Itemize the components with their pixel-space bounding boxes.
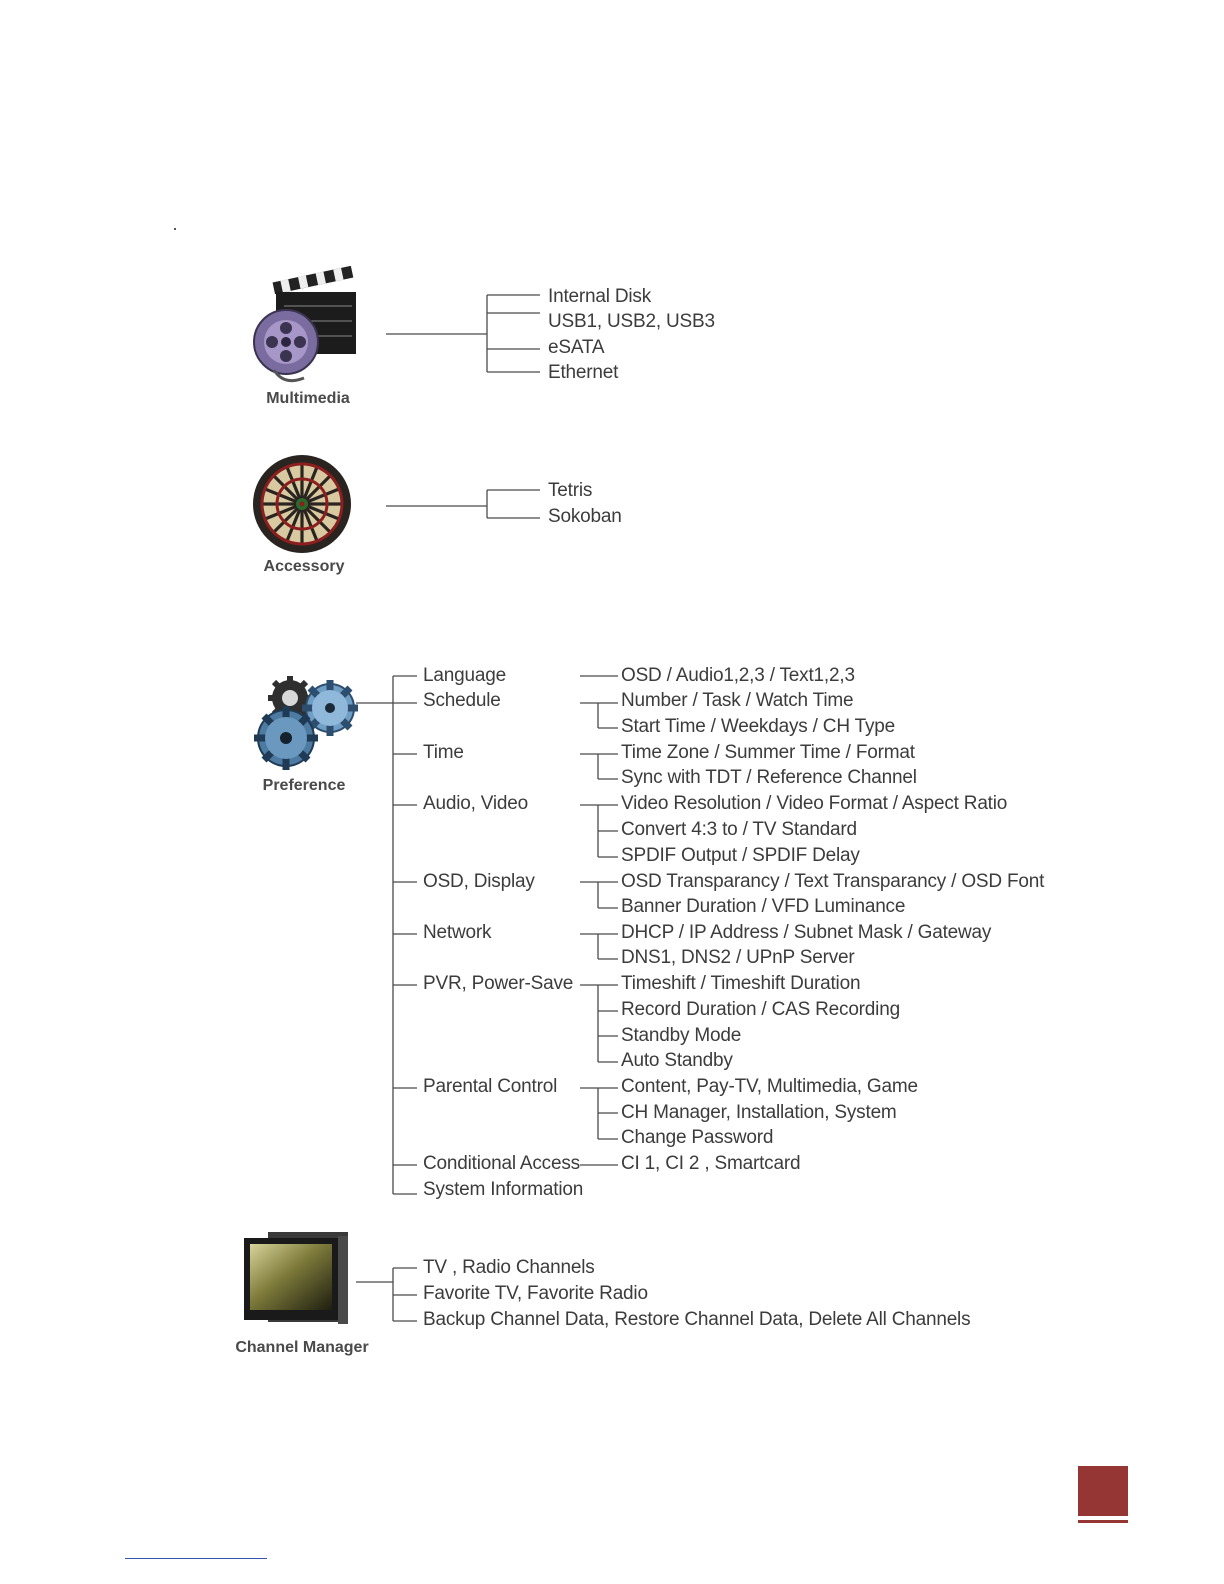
multimedia-item: Ethernet [548, 362, 619, 383]
parental-sub: CH Manager, Installation, System [621, 1102, 897, 1123]
language-sub: OSD / Audio1,2,3 / Text1,2,3 [621, 665, 855, 686]
audio-video-sub: Video Resolution / Video Format / Aspect… [621, 793, 1008, 814]
pvr-sub: Standby Mode [621, 1025, 742, 1046]
network-sub: DNS1, DNS2 / UPnP Server [621, 947, 855, 968]
channel-manager-item: TV , Radio Channels [423, 1257, 595, 1278]
audio-video-sub: SPDIF Output / SPDIF Delay [621, 845, 860, 866]
gears-icon [254, 676, 358, 770]
preference-item: System Information [423, 1179, 584, 1200]
multimedia-item: eSATA [548, 337, 605, 358]
channel-manager-item: Backup Channel Data, Restore Channel Dat… [423, 1309, 971, 1330]
multimedia-item: Internal Disk [548, 286, 651, 307]
time-sub: Time Zone / Summer Time / Format [621, 742, 915, 763]
parental-sub: Content, Pay-TV, Multimedia, Game [621, 1076, 918, 1097]
time-sub: Sync with TDT / Reference Channel [621, 767, 917, 788]
preference-item: Schedule [423, 690, 501, 711]
preference-item: OSD, Display [423, 871, 535, 892]
preference-item: Audio, Video [423, 793, 529, 814]
preference-item: Conditional Access [423, 1153, 580, 1174]
flat-tv-icon [244, 1232, 348, 1324]
audio-video-sub: Convert 4:3 to / TV Standard [621, 819, 857, 840]
osd-display-sub: OSD Transparancy / Text Transparancy / O… [621, 871, 1045, 892]
preference-caption: Preference [262, 777, 346, 794]
footer-rule [125, 1558, 267, 1559]
preference-item: Network [423, 922, 492, 943]
multimedia-item: USB1, USB2, USB3 [548, 311, 715, 332]
accessory-item: Tetris [548, 480, 593, 501]
pvr-sub: Timeshift / Timeshift Duration [621, 973, 861, 994]
channel-manager-item: Favorite TV, Favorite Radio [423, 1283, 648, 1304]
preference-item: Parental Control [423, 1076, 558, 1097]
channel-manager-caption: Channel Manager [235, 1339, 369, 1356]
schedule-sub: Number / Task / Watch Time [621, 690, 854, 711]
parental-sub: Change Password [621, 1127, 774, 1148]
osd-display-sub: Banner Duration / VFD Luminance [621, 896, 906, 917]
preference-item: Time [423, 742, 464, 763]
network-sub: DHCP / IP Address / Subnet Mask / Gatewa… [621, 922, 992, 943]
multimedia-caption: Multimedia [266, 390, 350, 407]
conditional-access-sub: CI 1, CI 2 , Smartcard [621, 1153, 801, 1174]
schedule-sub: Start Time / Weekdays / CH Type [621, 716, 895, 737]
dartboard-icon [253, 455, 351, 553]
pvr-sub: Auto Standby [621, 1050, 733, 1071]
preference-item: Language [423, 665, 506, 686]
preference-item: PVR, Power-Save [423, 973, 574, 994]
accessory-caption: Accessory [263, 558, 345, 575]
pvr-sub: Record Duration / CAS Recording [621, 999, 900, 1020]
page-corner-marker [1078, 1466, 1128, 1516]
page-corner-underline [1078, 1520, 1128, 1523]
film-reel-clapper-icon [253, 266, 356, 383]
accessory-item: Sokoban [548, 506, 622, 527]
stray-dot [174, 228, 176, 230]
